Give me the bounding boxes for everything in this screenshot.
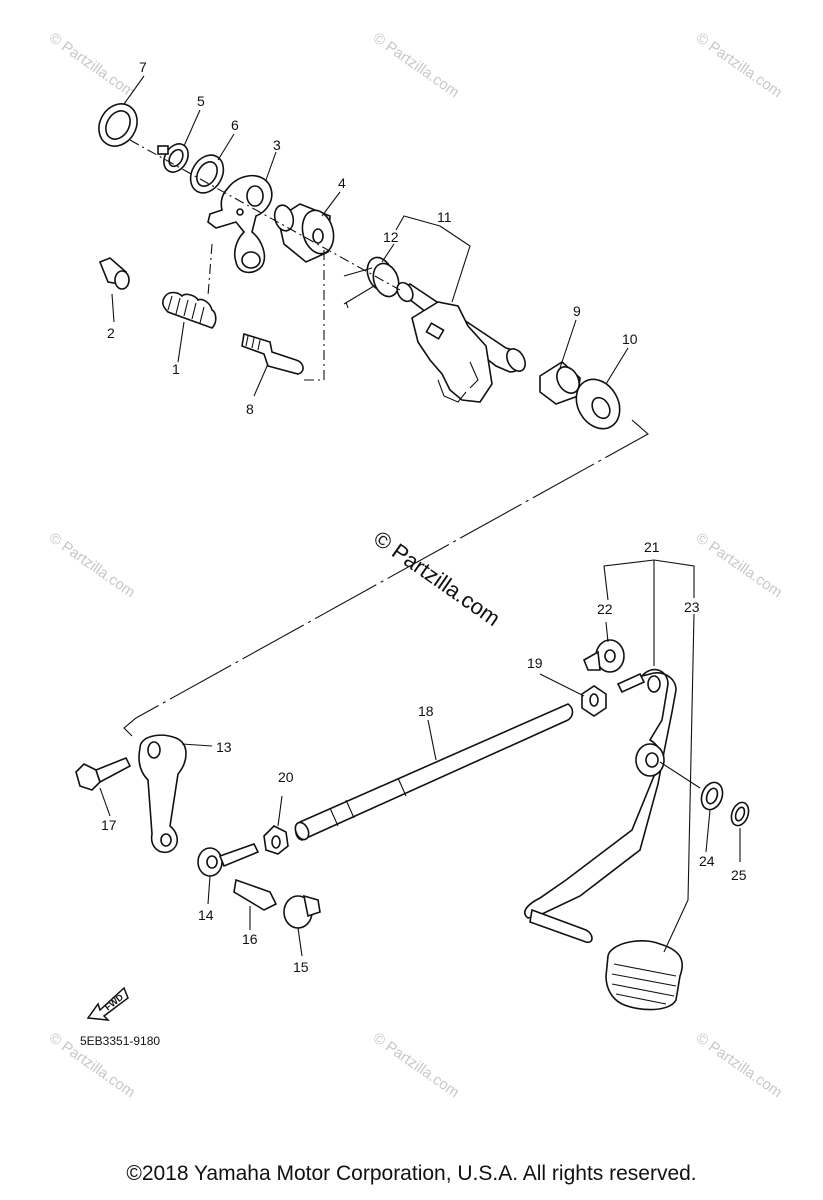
- part-19-nut[interactable]: [581, 685, 607, 717]
- centerline: [129, 139, 401, 381]
- part-16-bolt[interactable]: [233, 878, 278, 911]
- drawing-code: 5EB3351-9180: [80, 1034, 161, 1048]
- fwd-arrow-icon: FWD: [86, 982, 130, 1022]
- leader-lines: [99, 75, 741, 957]
- callout-10[interactable]: 10: [622, 331, 638, 347]
- part-15-rod-end[interactable]: [283, 894, 321, 929]
- watermark-text: © Partzilla.com: [693, 29, 786, 101]
- part-17-bolt[interactable]: [75, 756, 132, 791]
- center-watermark: © Partzilla.com: [369, 526, 505, 632]
- part-25-circlip[interactable]: [728, 800, 751, 828]
- callout-7[interactable]: 7: [139, 59, 147, 75]
- watermark-text: © Partzilla.com: [46, 29, 139, 101]
- callout-2[interactable]: 2: [107, 325, 115, 341]
- part-14-rod-end[interactable]: [197, 843, 260, 877]
- part-23-pedal-rubber[interactable]: [605, 940, 684, 1011]
- callout-22[interactable]: 22: [597, 601, 613, 617]
- part-4-bushing[interactable]: [272, 203, 338, 263]
- callout-4[interactable]: 4: [338, 175, 346, 191]
- part-22-rod-end[interactable]: [582, 639, 625, 673]
- part-13-shift-arm[interactable]: [138, 734, 187, 854]
- callout-5[interactable]: 5: [197, 93, 205, 109]
- callout-23[interactable]: 23: [684, 599, 700, 615]
- part-8-stud-bolt[interactable]: [241, 332, 304, 375]
- callout-19[interactable]: 19: [527, 655, 543, 671]
- callout-6[interactable]: 6: [231, 117, 239, 133]
- callout-1[interactable]: 1: [172, 361, 180, 377]
- callout-8[interactable]: 8: [246, 401, 254, 417]
- callout-11[interactable]: 11: [437, 209, 452, 225]
- callout-3[interactable]: 3: [273, 137, 281, 153]
- part-5-circlip[interactable]: [157, 140, 193, 177]
- part-2-pin[interactable]: [98, 257, 130, 290]
- watermark-text: © Partzilla.com: [46, 529, 139, 601]
- callout-15[interactable]: 15: [293, 959, 309, 975]
- part-12-torsion-spring[interactable]: [343, 254, 403, 309]
- callout-16[interactable]: 16: [242, 931, 258, 947]
- part-18-shift-rod[interactable]: [293, 703, 574, 842]
- callout-17[interactable]: 17: [101, 817, 117, 833]
- watermark-text: © Partzilla.com: [370, 1029, 463, 1101]
- part-21-shift-pedal[interactable]: [524, 668, 677, 944]
- part-11-shift-shaft[interactable]: [394, 280, 529, 403]
- callout-12[interactable]: 12: [383, 229, 399, 245]
- callout-9[interactable]: 9: [573, 303, 581, 319]
- part-10-oil-seal[interactable]: [568, 371, 629, 436]
- part-1-spring[interactable]: [162, 291, 217, 329]
- part-7-washer[interactable]: [91, 97, 144, 153]
- callout-20[interactable]: 20: [278, 769, 294, 785]
- watermark-text: © Partzilla.com: [693, 1029, 786, 1101]
- pedal-bolt[interactable]: [616, 672, 646, 694]
- callout-14[interactable]: 14: [198, 907, 214, 923]
- centerline: [123, 419, 649, 737]
- callout-13[interactable]: 13: [216, 739, 232, 755]
- callout-numbers: 7 5 6 3 4 11 12 2 1 8 9 10 21 22 23 19 1…: [101, 59, 747, 975]
- watermark-text: © Partzilla.com: [693, 529, 786, 601]
- callout-24[interactable]: 24: [699, 853, 715, 869]
- callout-21[interactable]: 21: [644, 539, 660, 555]
- copyright-notice: ©2018 Yamaha Motor Corporation, U.S.A. A…: [126, 1162, 697, 1185]
- callout-18[interactable]: 18: [418, 703, 434, 719]
- watermark-text: © Partzilla.com: [370, 29, 463, 101]
- part-3-shift-lever[interactable]: [207, 174, 273, 274]
- callout-25[interactable]: 25: [731, 867, 747, 883]
- part-20-nut[interactable]: [263, 825, 289, 855]
- part-24-washer[interactable]: [698, 779, 726, 812]
